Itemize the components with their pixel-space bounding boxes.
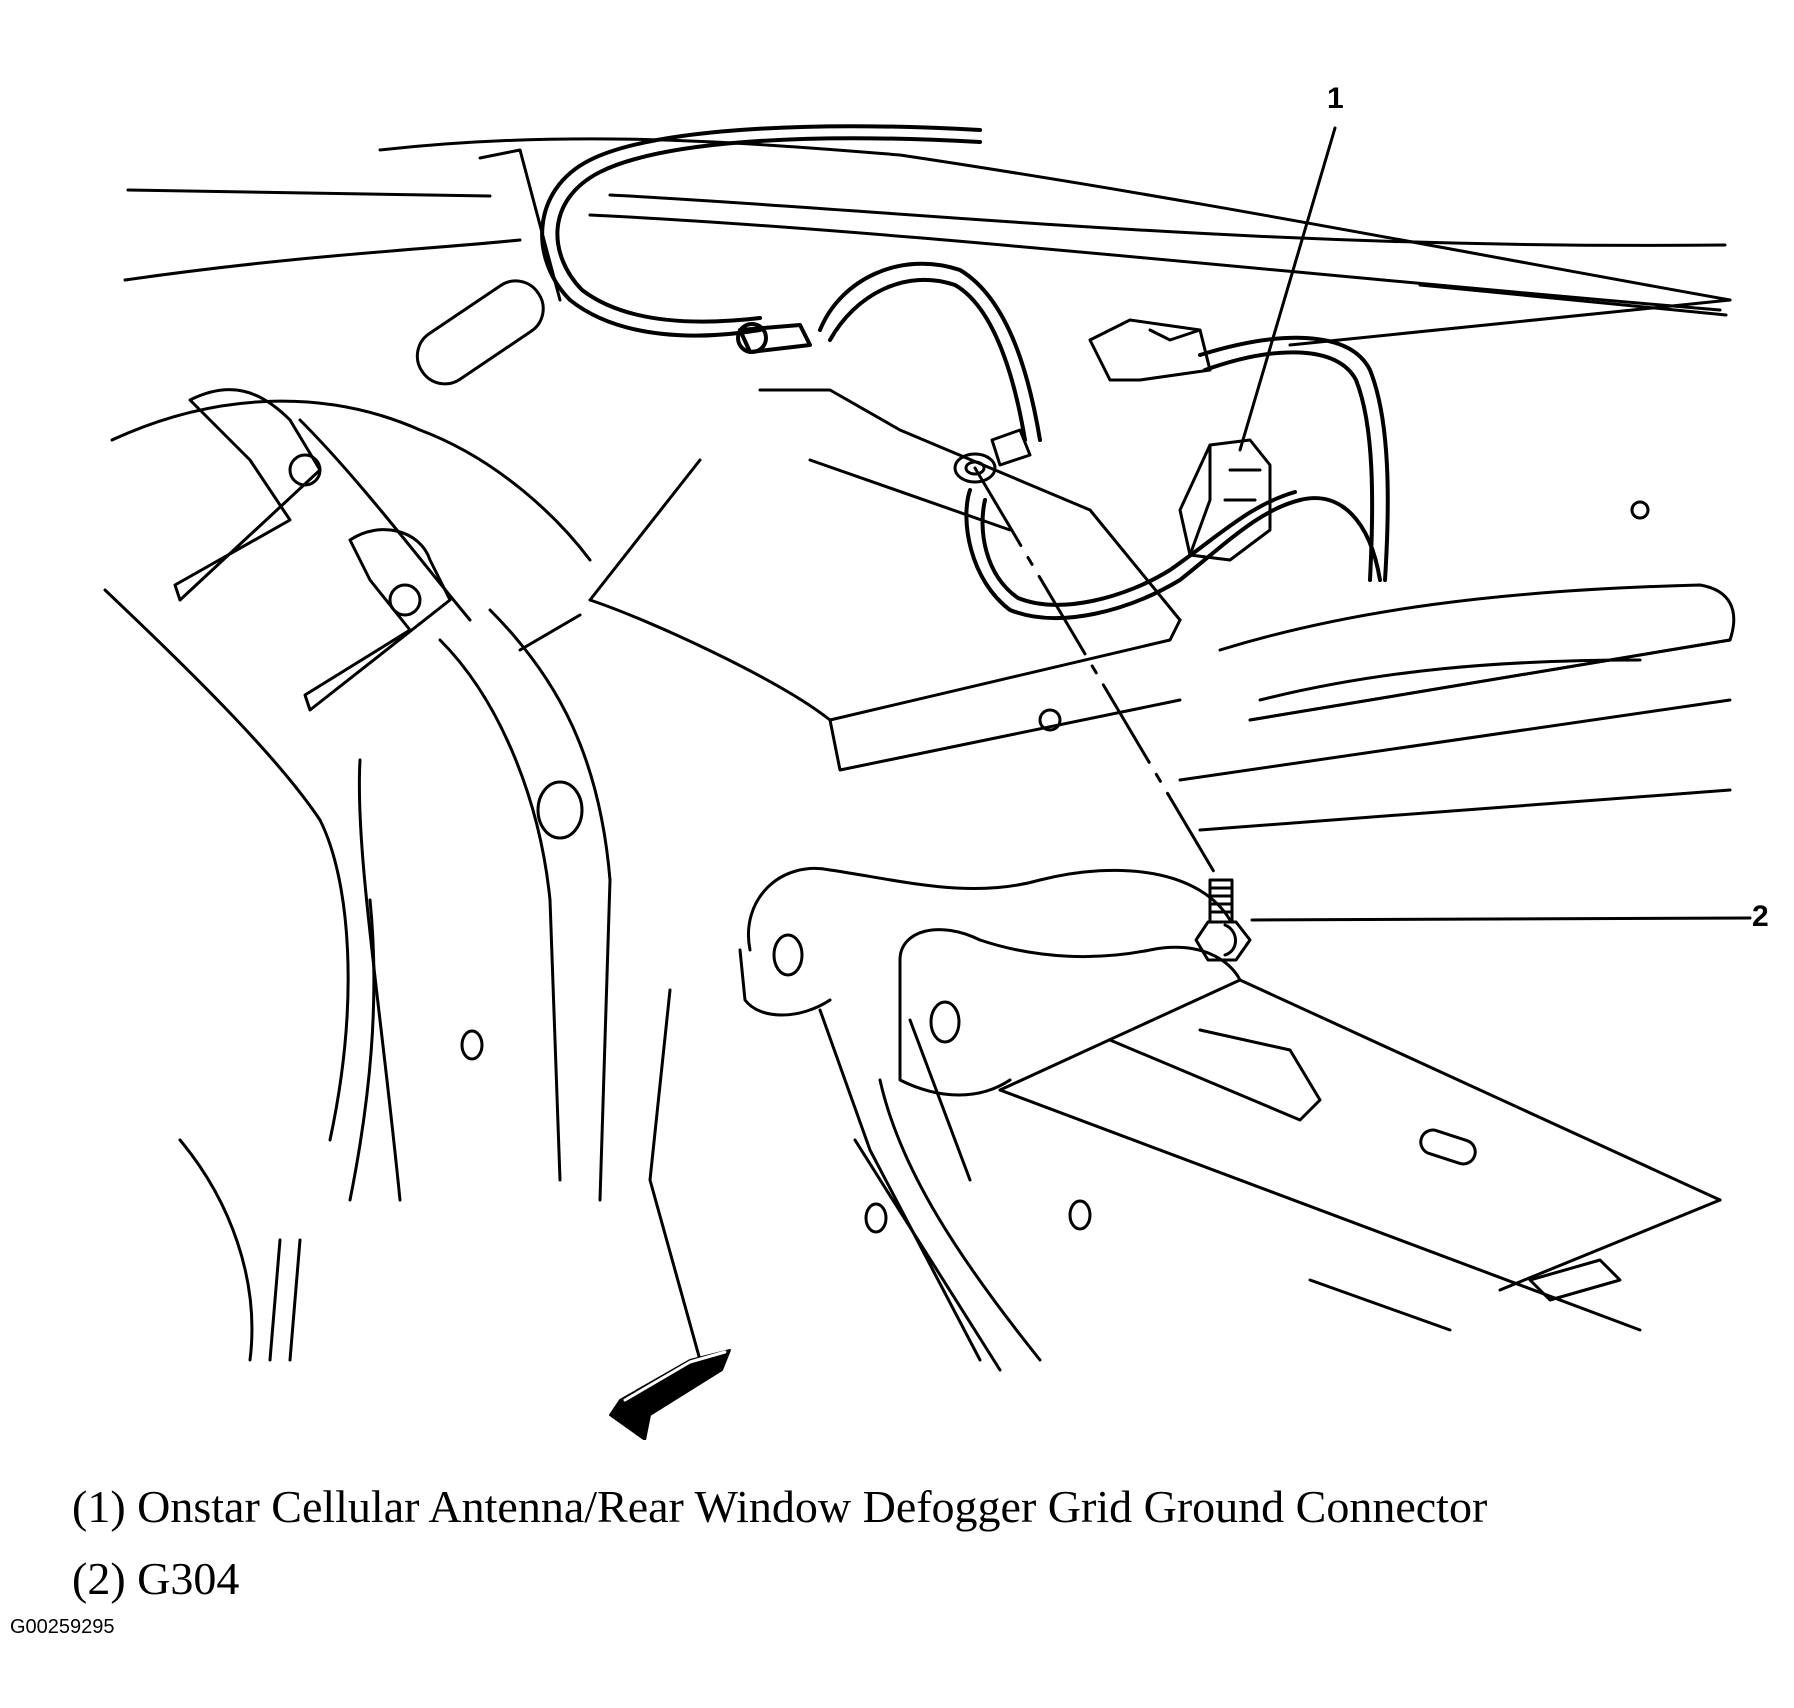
panel-slot <box>415 279 545 386</box>
left-pillar <box>103 588 612 1202</box>
callout-number-1: 1 <box>1327 82 1344 115</box>
floor-panel <box>998 978 1722 1332</box>
lower-left-panels <box>178 988 1092 1372</box>
figure-id: G00259295 <box>10 1616 115 1638</box>
callout-leaders <box>973 126 1752 922</box>
leader-line-2 <box>1250 916 1752 922</box>
upper-connector <box>1088 318 1212 382</box>
left-brackets <box>110 388 592 712</box>
ground-connector <box>1178 438 1272 562</box>
roof-panel-lines <box>123 137 1732 347</box>
wire-harness-main <box>818 261 1390 621</box>
hinge-plate <box>738 867 1242 1097</box>
ground-eyelet <box>953 428 1032 484</box>
direction-arrow <box>609 1349 731 1440</box>
leader-line-1 <box>1238 126 1337 452</box>
wire-harness-left <box>540 124 982 354</box>
legend-item-1: (1) Onstar Cellular Antenna/Rear Window … <box>72 1481 1488 1532</box>
callout-number-2: 2 <box>1752 900 1769 933</box>
center-panels <box>518 388 1182 772</box>
bolt-axis-line <box>973 466 1222 884</box>
vehicle-rear-structure-diagram <box>103 124 1752 1440</box>
g304-bolt <box>1194 878 1252 962</box>
legend-item-2: (2) G304 <box>72 1553 240 1604</box>
right-panel <box>1178 500 1736 832</box>
